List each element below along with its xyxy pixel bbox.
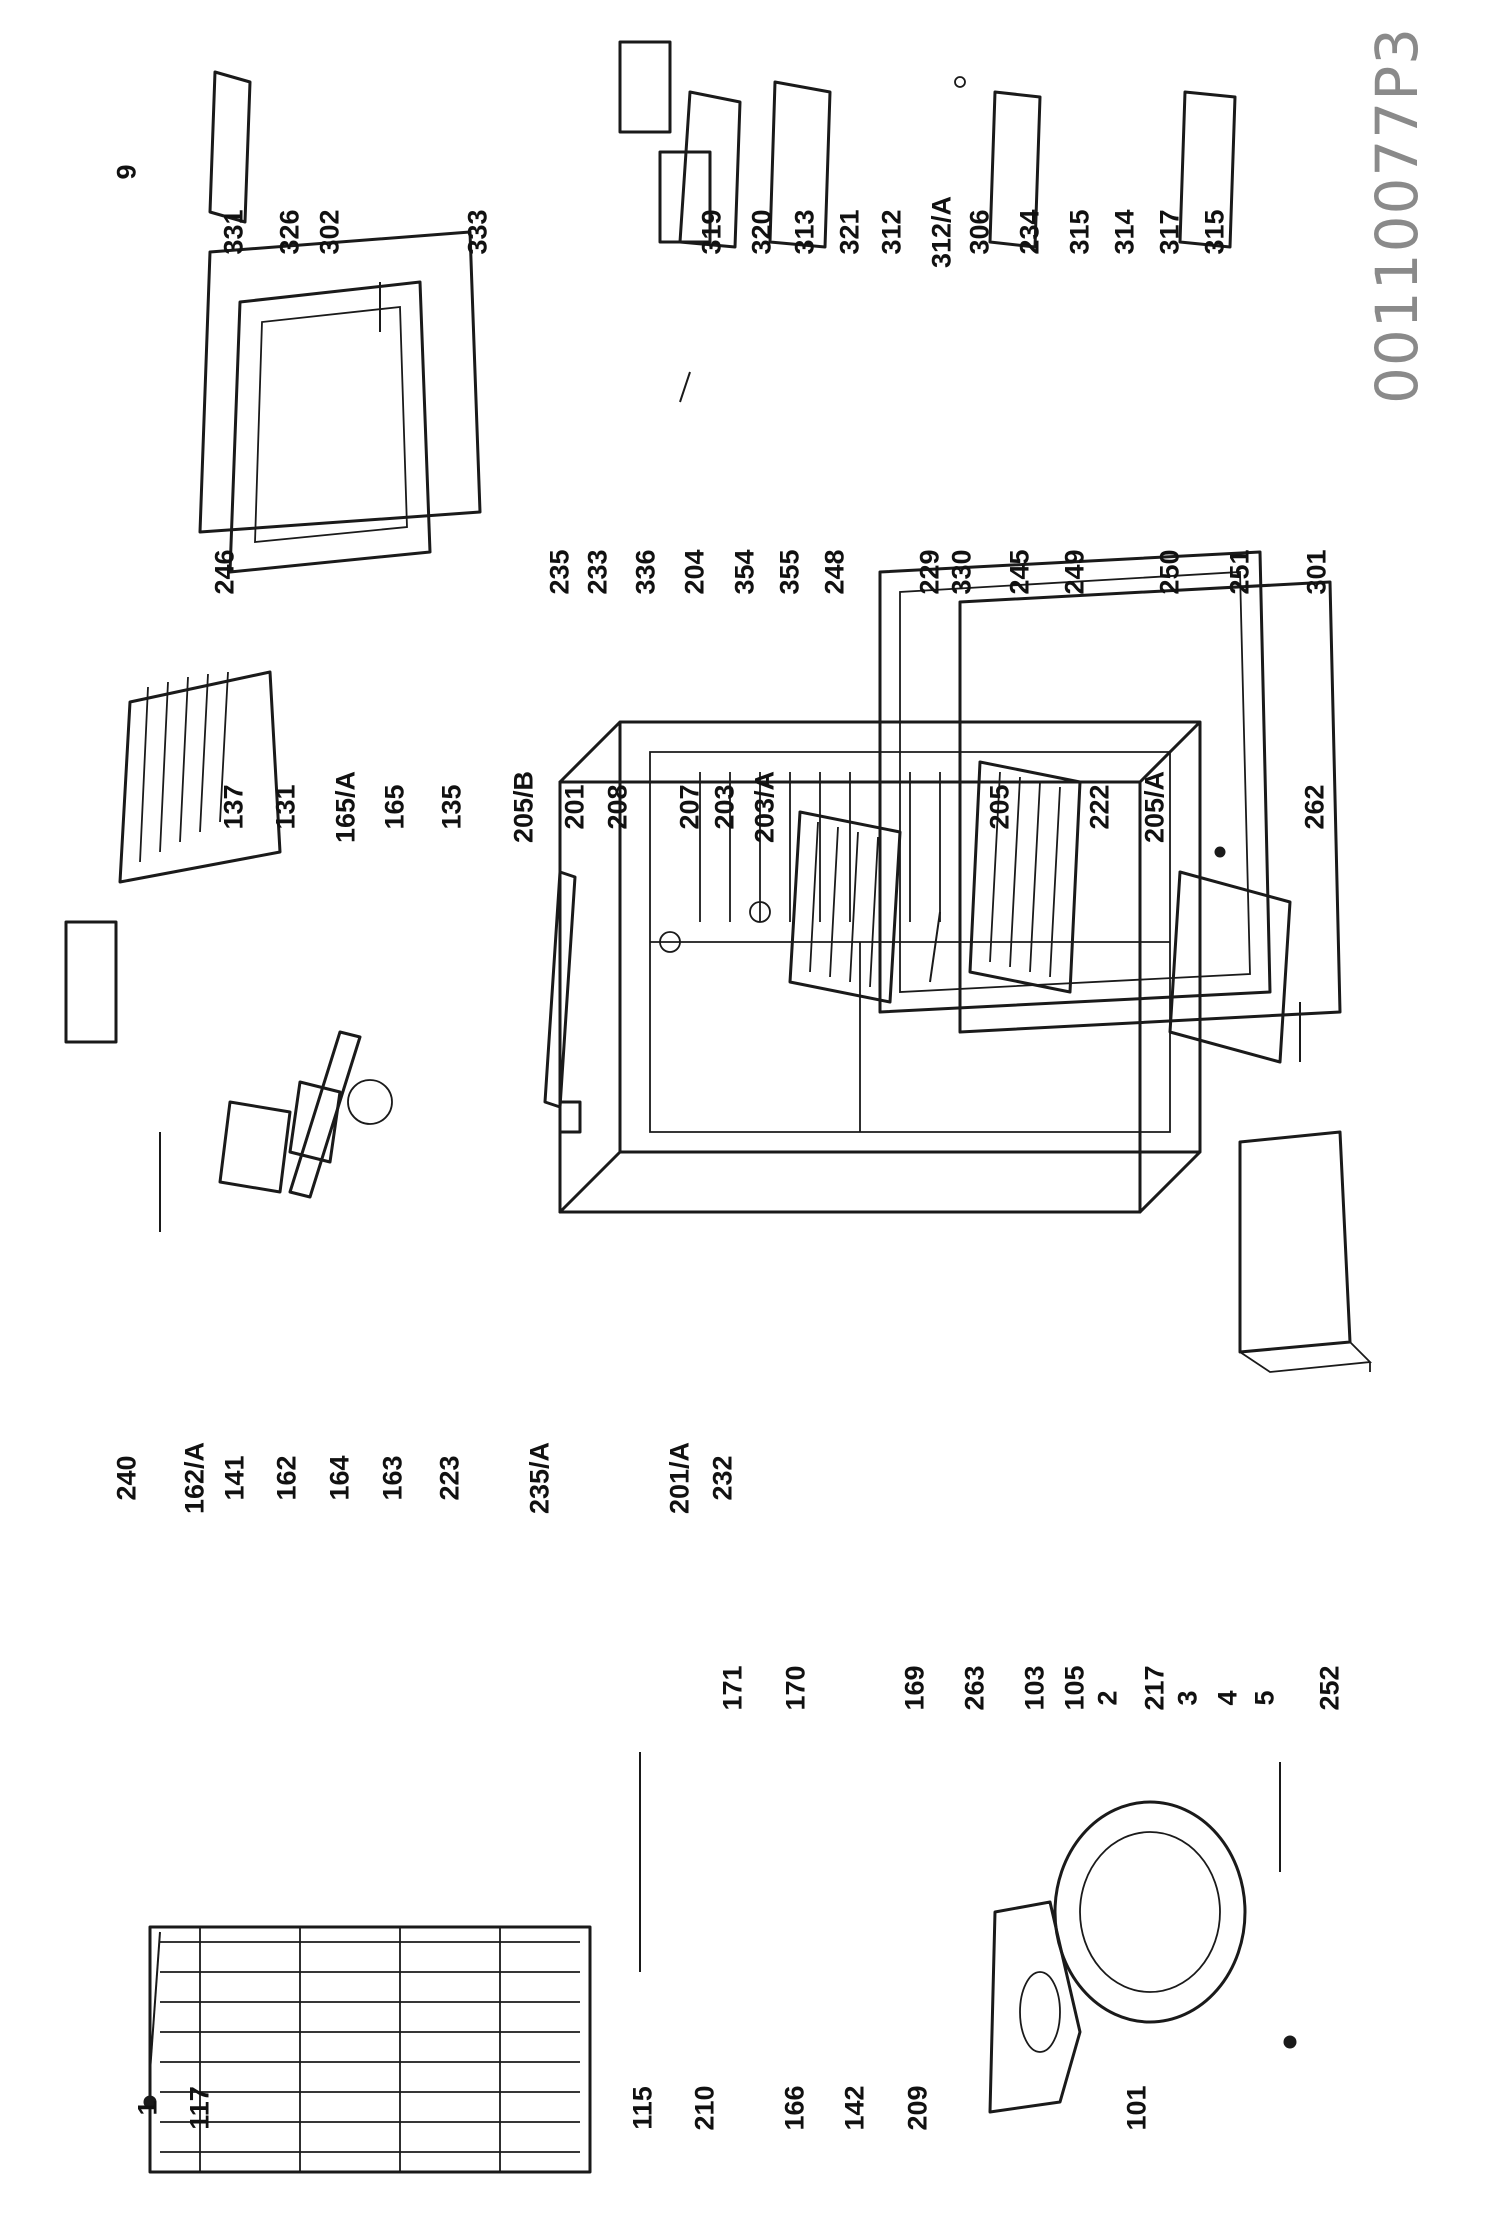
part-label: 105 bbox=[1059, 1665, 1090, 1711]
thermostat-parts bbox=[218, 1030, 582, 1199]
part-label: 245 bbox=[1004, 549, 1035, 595]
part-label: 223 bbox=[434, 1455, 465, 1501]
egg-trays bbox=[64, 40, 712, 1044]
part-label: 233 bbox=[582, 549, 613, 595]
part-label: 232 bbox=[707, 1455, 738, 1501]
leader-lines bbox=[149, 282, 1301, 2073]
part-label: 320 bbox=[746, 209, 777, 255]
part-label: 315 bbox=[1064, 209, 1095, 255]
part-label: 355 bbox=[774, 549, 805, 595]
part-label: 246 bbox=[209, 549, 240, 595]
part-label: 312/A bbox=[926, 195, 957, 269]
part-label: 248 bbox=[819, 549, 850, 595]
part-label: 331 bbox=[218, 209, 249, 255]
part-label: 203/A bbox=[749, 770, 780, 844]
part-label: 336 bbox=[630, 549, 661, 595]
part-label: 235/A bbox=[524, 1441, 555, 1515]
part-label: 315 bbox=[1199, 209, 1230, 255]
cabinet-body bbox=[558, 720, 1202, 1214]
part-label: 312 bbox=[876, 209, 907, 255]
small-fasteners bbox=[143, 76, 1297, 2109]
part-label: 201/A bbox=[664, 1441, 695, 1515]
part-label: 306 bbox=[964, 209, 995, 255]
part-label: 252 bbox=[1314, 1665, 1345, 1711]
door-panel bbox=[878, 550, 1342, 1034]
part-label: 250 bbox=[1154, 549, 1185, 595]
part-label: 314 bbox=[1109, 209, 1140, 255]
part-label: 302 bbox=[314, 209, 345, 255]
part-label: 333 bbox=[462, 209, 493, 255]
crisper-drawer bbox=[1238, 1130, 1372, 1373]
part-label: 205/A bbox=[1139, 770, 1170, 844]
part-label: 222 bbox=[1084, 784, 1115, 830]
part-label: 203 bbox=[709, 784, 740, 830]
part-label: 170 bbox=[780, 1665, 811, 1711]
door-rail bbox=[543, 870, 577, 1109]
compressor bbox=[1053, 1800, 1247, 2024]
part-label: 141 bbox=[219, 1455, 250, 1501]
part-label: 135 bbox=[436, 784, 467, 830]
part-label: 5 bbox=[1249, 1690, 1280, 1706]
part-label: 142 bbox=[839, 2085, 870, 2131]
part-label: 262 bbox=[1299, 784, 1330, 830]
part-label: 162/A bbox=[179, 1441, 210, 1515]
part-label: 1 bbox=[132, 2100, 163, 2116]
part-label: 103 bbox=[1019, 1665, 1050, 1711]
part-label: 317 bbox=[1154, 209, 1185, 255]
part-label: 4 bbox=[1212, 1690, 1243, 1706]
part-label: 330 bbox=[946, 549, 977, 595]
part-label: 229 bbox=[914, 549, 945, 595]
part-label: 251 bbox=[1224, 549, 1255, 595]
part-label: 101 bbox=[1121, 2085, 1152, 2131]
part-label: 201 bbox=[559, 784, 590, 830]
document-id: 00110077P3 bbox=[1363, 26, 1431, 404]
part-label: 301 bbox=[1301, 549, 1332, 595]
part-label: 313 bbox=[789, 209, 820, 255]
fan-shroud bbox=[988, 1900, 1082, 2114]
part-label: 210 bbox=[689, 2085, 720, 2131]
part-label: 115 bbox=[627, 2086, 658, 2130]
part-label: 166 bbox=[779, 2085, 810, 2131]
part-label: 2 bbox=[1092, 1690, 1123, 1706]
door-bins bbox=[208, 70, 1237, 249]
part-label: 204 bbox=[679, 549, 710, 595]
part-label: 169 bbox=[899, 1665, 930, 1711]
part-label: 234 bbox=[1014, 209, 1045, 255]
part-label: 235 bbox=[544, 549, 575, 595]
upper-door-frame bbox=[198, 230, 482, 574]
part-label: 3 bbox=[1172, 1690, 1203, 1706]
part-label: 9 bbox=[111, 164, 142, 180]
part-label: 217 bbox=[1139, 1665, 1170, 1711]
part-label: 165 bbox=[379, 784, 410, 830]
part-label: 354 bbox=[729, 549, 760, 595]
part-label: 163 bbox=[377, 1455, 408, 1501]
part-label: 137 bbox=[218, 784, 249, 830]
part-label: 263 bbox=[959, 1665, 990, 1711]
part-label: 131 bbox=[270, 784, 301, 830]
part-label: 164 bbox=[324, 1455, 355, 1501]
part-label: 207 bbox=[674, 784, 705, 830]
part-label: 209 bbox=[902, 2085, 933, 2131]
part-label: 117 bbox=[184, 2086, 215, 2130]
part-label: 205 bbox=[984, 784, 1015, 830]
condenser-coil bbox=[148, 1925, 592, 2174]
glass-shelf bbox=[1168, 870, 1292, 1064]
part-label: 326 bbox=[274, 209, 305, 255]
part-label: 162 bbox=[271, 1455, 302, 1501]
wire-shelves bbox=[118, 670, 1082, 1004]
part-label: 171 bbox=[717, 1665, 748, 1711]
part-label: 240 bbox=[111, 1455, 142, 1501]
part-label: 208 bbox=[602, 784, 633, 830]
part-label: 205/B bbox=[508, 770, 539, 844]
part-label: 249 bbox=[1059, 549, 1090, 595]
part-label: 319 bbox=[696, 209, 727, 255]
part-label: 321 bbox=[834, 209, 865, 255]
part-label: 165/A bbox=[330, 770, 361, 844]
